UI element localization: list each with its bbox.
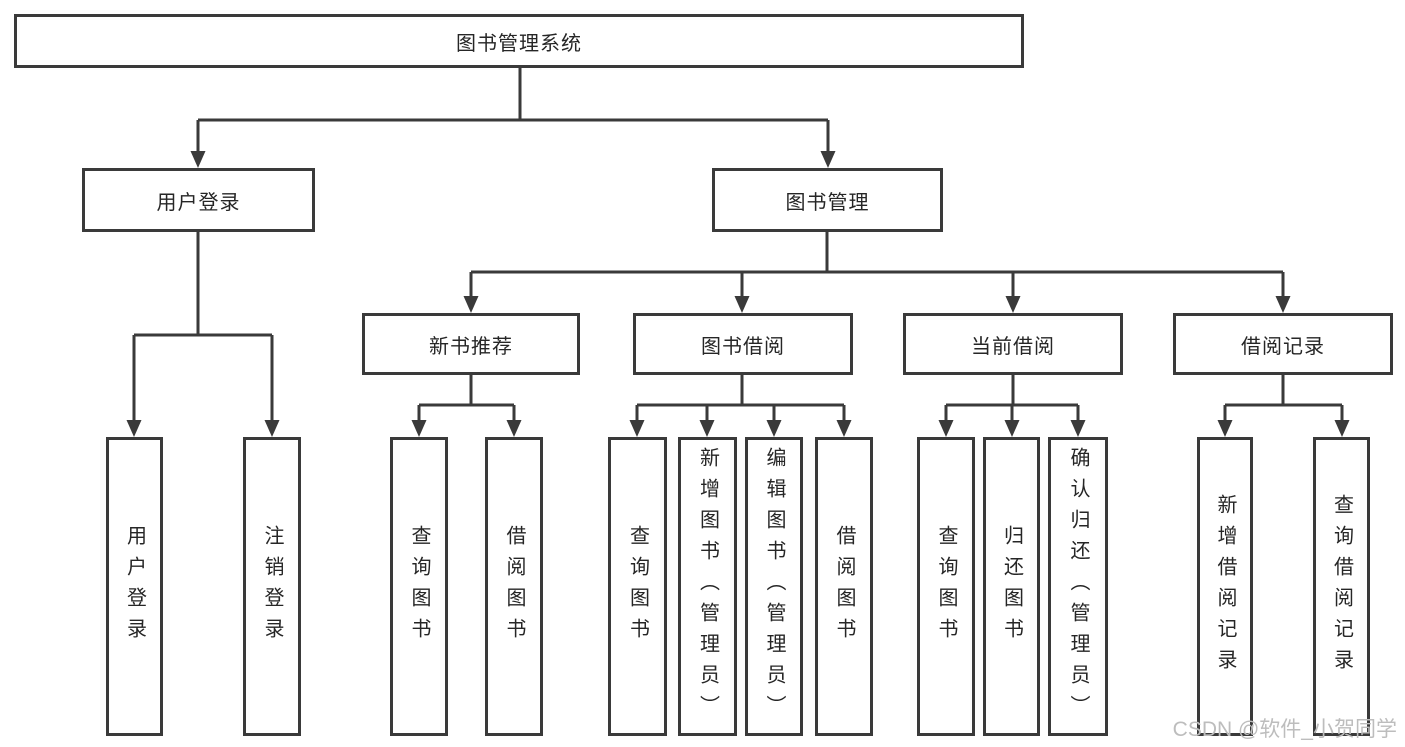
leaf-logout-label: 注销登录 <box>261 524 283 649</box>
node-book-management: 图书管理 <box>712 168 943 232</box>
node-current-borrow-label: 当前借阅 <box>971 335 1055 358</box>
leaf-borrow-books-2-label: 借阅图书 <box>833 524 855 649</box>
node-new-book-recommend-label: 新书推荐 <box>429 335 513 358</box>
arrowhead <box>1070 420 1086 437</box>
leaf-add-borrow-record-label: 新增借阅记录 <box>1214 493 1236 680</box>
arrowhead <box>734 296 750 313</box>
leaf-query-borrow-record-label: 查询借阅记录 <box>1330 493 1353 680</box>
arrowhead <box>699 420 715 437</box>
arrowhead <box>1334 420 1350 437</box>
connector-borrow-records <box>1223 375 1344 422</box>
arrowhead <box>820 151 836 168</box>
leaf-query-books-1: 查询图书 <box>390 437 448 736</box>
arrowhead <box>411 420 427 437</box>
arrowhead <box>264 420 280 437</box>
leaf-logout: 注销登录 <box>243 437 301 736</box>
node-new-book-recommend: 新书推荐 <box>362 313 580 375</box>
node-borrow-records: 借阅记录 <box>1173 313 1393 375</box>
connector-book-borrow <box>635 375 846 422</box>
leaf-return-books: 归还图书 <box>983 437 1040 736</box>
connector-book-management <box>469 232 1285 298</box>
node-borrow-records-label: 借阅记录 <box>1241 335 1325 358</box>
leaf-edit-books-admin-label: 编辑图书（管理员） <box>763 447 785 726</box>
connector-new-book <box>417 375 516 422</box>
leaf-user-login: 用户登录 <box>106 437 163 736</box>
arrowhead <box>1275 296 1291 313</box>
node-book-borrow: 图书借阅 <box>633 313 853 375</box>
csdn-watermark: CSDN @软件_小贺同学 <box>1172 718 1397 741</box>
leaf-edit-books-admin: 编辑图书（管理员） <box>745 437 803 736</box>
leaf-add-borrow-record: 新增借阅记录 <box>1197 437 1253 736</box>
leaf-borrow-books-1-label: 借阅图书 <box>503 524 525 649</box>
arrowhead <box>836 420 852 437</box>
arrowhead <box>126 420 142 437</box>
arrowhead <box>766 420 782 437</box>
node-root: 图书管理系统 <box>14 14 1024 68</box>
leaf-query-books-3: 查询图书 <box>917 437 975 736</box>
leaf-confirm-return-admin: 确认归还（管理员） <box>1048 437 1108 736</box>
node-book-borrow-label: 图书借阅 <box>701 335 785 358</box>
leaf-add-books-admin-label: 新增图书（管理员） <box>696 447 719 726</box>
leaf-return-books-label: 归还图书 <box>1000 524 1023 649</box>
leaf-query-books-3-label: 查询图书 <box>935 524 957 649</box>
arrowhead <box>1004 420 1020 437</box>
leaf-user-login-label: 用户登录 <box>123 524 146 649</box>
arrowhead <box>938 420 954 437</box>
leaf-query-books-1-label: 查询图书 <box>408 524 430 649</box>
arrowhead <box>1005 296 1021 313</box>
node-root-label: 图书管理系统 <box>456 32 582 55</box>
leaf-add-books-admin: 新增图书（管理员） <box>678 437 737 736</box>
node-book-management-label: 图书管理 <box>785 191 870 214</box>
leaf-borrow-books-2: 借阅图书 <box>815 437 873 736</box>
connector-current-borrow <box>944 375 1080 422</box>
connector-user-login <box>132 232 274 422</box>
arrowhead <box>1217 420 1233 437</box>
node-user-login: 用户登录 <box>82 168 315 232</box>
arrowhead <box>506 420 522 437</box>
node-current-borrow: 当前借阅 <box>903 313 1123 375</box>
arrowhead <box>463 296 479 313</box>
leaf-query-books-2-label: 查询图书 <box>626 524 649 649</box>
arrowhead <box>629 420 645 437</box>
leaf-confirm-return-admin-label: 确认归还（管理员） <box>1067 447 1089 726</box>
node-user-login-label: 用户登录 <box>156 191 241 214</box>
leaf-borrow-books-1: 借阅图书 <box>485 437 543 736</box>
connector-root <box>196 68 830 153</box>
leaf-query-books-2: 查询图书 <box>608 437 667 736</box>
arrowhead <box>190 151 206 168</box>
leaf-query-borrow-record: 查询借阅记录 <box>1313 437 1370 736</box>
